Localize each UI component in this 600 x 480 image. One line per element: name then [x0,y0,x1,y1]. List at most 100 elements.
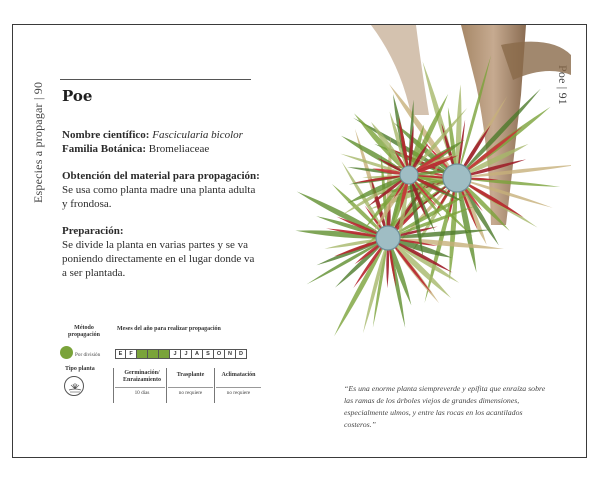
leaf [371,121,409,175]
tree-branch [501,41,571,80]
leaf [408,125,414,175]
acclimation-value: no requiere [226,390,251,396]
page-title: Poe [62,87,93,105]
germination-rule [115,387,165,388]
leaf [393,122,457,178]
leaf [409,175,451,196]
month-cell: A [192,349,203,359]
preparation-heading: Preparación: [62,225,124,237]
method-dot [60,346,73,359]
method-label: Método propagación [68,325,100,338]
month-cell: S [203,349,214,359]
leaf [389,111,409,175]
month-cell: F [126,349,137,359]
leaf [388,238,432,294]
months-label: Meses del año para realizar propagación [117,326,221,332]
leaf [295,230,388,239]
month-cell: A [148,349,159,359]
plant-illustration [295,25,571,337]
leaf [306,238,388,285]
flower-head [375,225,401,251]
leaf [334,238,388,288]
left-running-head: Especies a propagar | 90 [31,81,45,203]
leaf [447,107,457,178]
flower-head [442,163,472,193]
leaf [457,178,524,218]
month-cell: J [181,349,192,359]
leaf [296,191,388,238]
leaf [457,178,561,187]
leaf [388,205,476,238]
leaf [388,238,453,258]
scientific-name-value: Fascicularia bicolor [152,129,243,141]
scientific-name-label: Nombre científico: [62,129,150,141]
germination-label: Germinación/ Enraizamiento [123,370,161,383]
leaf [409,175,424,258]
leaf [372,238,388,328]
leaf [409,155,459,175]
month-cell: M [159,349,170,359]
leaf [388,238,451,298]
leaf [325,228,388,238]
leaf [409,175,473,237]
leaf [409,124,425,175]
acclimation-label: Aclimatación [221,372,256,378]
plant-type-label: Tipo planta [65,366,95,372]
leaf [388,238,504,250]
month-cell: J [170,349,181,359]
plant-quote: “Es una enorme planta siempreverde y epí… [344,384,546,429]
leaf [409,175,427,218]
leaf [334,238,388,337]
family-value: Bromeliaceae [148,143,210,155]
leaf [457,119,466,178]
acclimation-rule [216,387,261,388]
leaf [324,238,388,249]
leaf [424,178,457,303]
scientific-name-line: Nombre científico: Fascicularia bicolor [62,128,262,142]
leaf [388,238,453,273]
leaf [367,175,409,207]
transplant-label: Trasplante [176,372,205,378]
leaf [353,175,409,183]
panel-divider-1 [113,368,114,403]
leaf [331,183,388,238]
tree-trunk [461,25,526,225]
leaf [363,238,388,334]
month-cell: D [236,349,247,359]
leaf [457,126,523,178]
leaf [353,238,388,289]
family-label: Familia Botánica: [62,143,147,155]
leaf [388,191,472,238]
leaf [409,93,449,175]
transplant-rule [168,387,213,388]
panel-divider-2 [166,368,167,403]
leaf [449,178,458,281]
method-value: Por división [75,352,101,358]
month-cell: E [115,349,126,359]
material-text: Se usa como planta madre una planta adul… [62,184,256,210]
leaf [457,88,541,178]
preparation-text: Se divide la planta en varias partes y s… [62,239,255,279]
leaf [409,107,468,175]
leaf [455,84,462,178]
leaf [457,159,527,178]
leaf [364,175,409,229]
leaf [347,175,409,204]
leaf [409,175,438,208]
transplant-value: no requiere [178,390,203,396]
leaf [388,229,491,239]
leaf [340,153,409,175]
month-cell: O [214,349,225,359]
epiphyte-icon [64,376,84,396]
title-rule [60,79,251,80]
leaf [316,216,388,238]
leaf-group [295,55,571,337]
leaf [457,178,499,246]
flower-head [399,165,419,185]
family-line: Familia Botánica: Bromeliaceae [62,142,262,156]
tree-branch [371,25,429,115]
book-spread: Especies a propagar | 90 Poe | 91 Poe No… [12,24,587,458]
leaf [333,238,388,257]
leaf [457,165,571,178]
